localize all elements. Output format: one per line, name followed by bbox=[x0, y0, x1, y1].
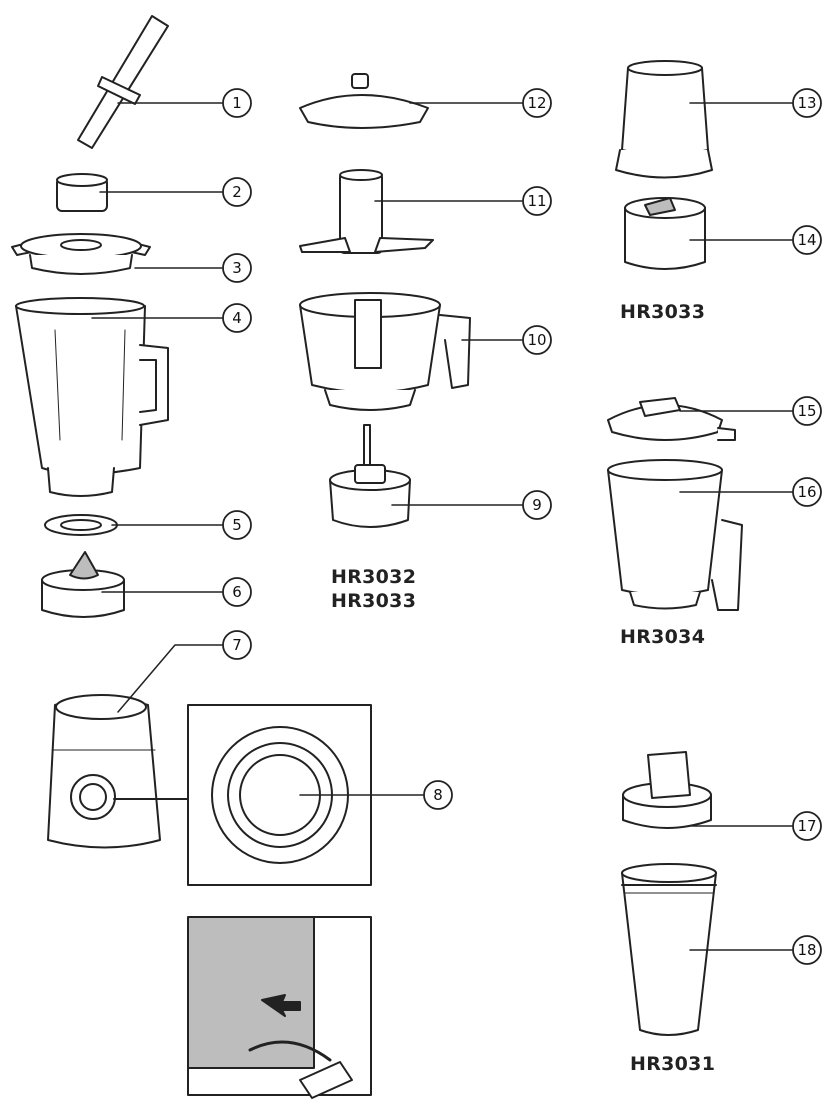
callout-13 bbox=[792, 88, 822, 118]
callout-label-11: 11 bbox=[527, 192, 546, 210]
grinder-cup-illustration bbox=[615, 60, 713, 179]
sealing-ring-illustration bbox=[44, 514, 118, 536]
callout-label-9: 9 bbox=[532, 496, 542, 514]
tamper-illustration bbox=[77, 15, 169, 149]
callout-11 bbox=[522, 186, 552, 216]
callout-circles bbox=[222, 88, 822, 965]
callout-label-3: 3 bbox=[232, 259, 242, 277]
blender-jar-illustration bbox=[15, 297, 169, 497]
callout-1 bbox=[222, 88, 252, 118]
model-label-hr3033-food-processor: HR3033 bbox=[331, 590, 417, 612]
callout-label-15: 15 bbox=[797, 402, 816, 420]
mill-lid-illustration bbox=[607, 397, 736, 441]
cord-storage-detail-illustration bbox=[187, 916, 372, 1099]
callout-label-16: 16 bbox=[797, 483, 816, 501]
leader-lines bbox=[91, 102, 793, 951]
travel-lid-illustration bbox=[622, 751, 712, 829]
callout-label-12: 12 bbox=[527, 94, 546, 112]
callout-4 bbox=[222, 303, 252, 333]
callout-8 bbox=[423, 780, 453, 810]
callout-label-18: 18 bbox=[797, 941, 816, 959]
callout-10 bbox=[522, 325, 552, 355]
callout-label-14: 14 bbox=[797, 231, 816, 249]
food-processor-bowl-illustration bbox=[299, 292, 471, 411]
model-label-hr3032: HR3032 bbox=[331, 566, 417, 588]
callout-5 bbox=[222, 510, 252, 540]
grinder-blade-unit-illustration bbox=[624, 197, 706, 270]
control-knob-detail-illustration bbox=[113, 704, 372, 886]
food-processor-lid-illustration bbox=[299, 73, 429, 129]
callout-15 bbox=[792, 396, 822, 426]
callout-label-8: 8 bbox=[433, 786, 443, 804]
drive-coupling-illustration bbox=[329, 424, 411, 528]
callout-9 bbox=[522, 490, 552, 520]
measuring-cap-illustration bbox=[56, 173, 108, 212]
callout-label-17: 17 bbox=[797, 817, 816, 835]
mill-jar-illustration bbox=[607, 459, 743, 611]
callout-17 bbox=[792, 811, 822, 841]
callout-14 bbox=[792, 225, 822, 255]
model-label-hr3031: HR3031 bbox=[630, 1053, 716, 1075]
callout-label-7: 7 bbox=[232, 636, 242, 654]
model-label-hr3033-grinder: HR3033 bbox=[620, 301, 706, 323]
travel-bottle-illustration bbox=[621, 863, 717, 1036]
callout-7 bbox=[222, 630, 252, 660]
callout-3 bbox=[222, 253, 252, 283]
callout-18 bbox=[792, 935, 822, 965]
callout-label-4: 4 bbox=[232, 309, 242, 327]
callout-labels: 1 2 3 4 5 6 7 8 9 10 11 12 13 14 15 16 1… bbox=[232, 94, 816, 959]
motor-unit-illustration bbox=[47, 694, 161, 849]
jar-lid-illustration bbox=[11, 233, 151, 275]
callout-label-10: 10 bbox=[527, 331, 546, 349]
chopping-blade-illustration bbox=[299, 169, 434, 254]
callout-label-6: 6 bbox=[232, 583, 242, 601]
blade-unit-illustration bbox=[41, 551, 125, 618]
callout-label-13: 13 bbox=[797, 94, 816, 112]
callout-label-2: 2 bbox=[232, 183, 242, 201]
callout-2 bbox=[222, 177, 252, 207]
callout-16 bbox=[792, 477, 822, 507]
callout-label-5: 5 bbox=[232, 516, 242, 534]
callout-6 bbox=[222, 577, 252, 607]
callout-label-1: 1 bbox=[232, 94, 242, 112]
callout-12 bbox=[522, 88, 552, 118]
model-label-hr3034: HR3034 bbox=[620, 626, 706, 648]
